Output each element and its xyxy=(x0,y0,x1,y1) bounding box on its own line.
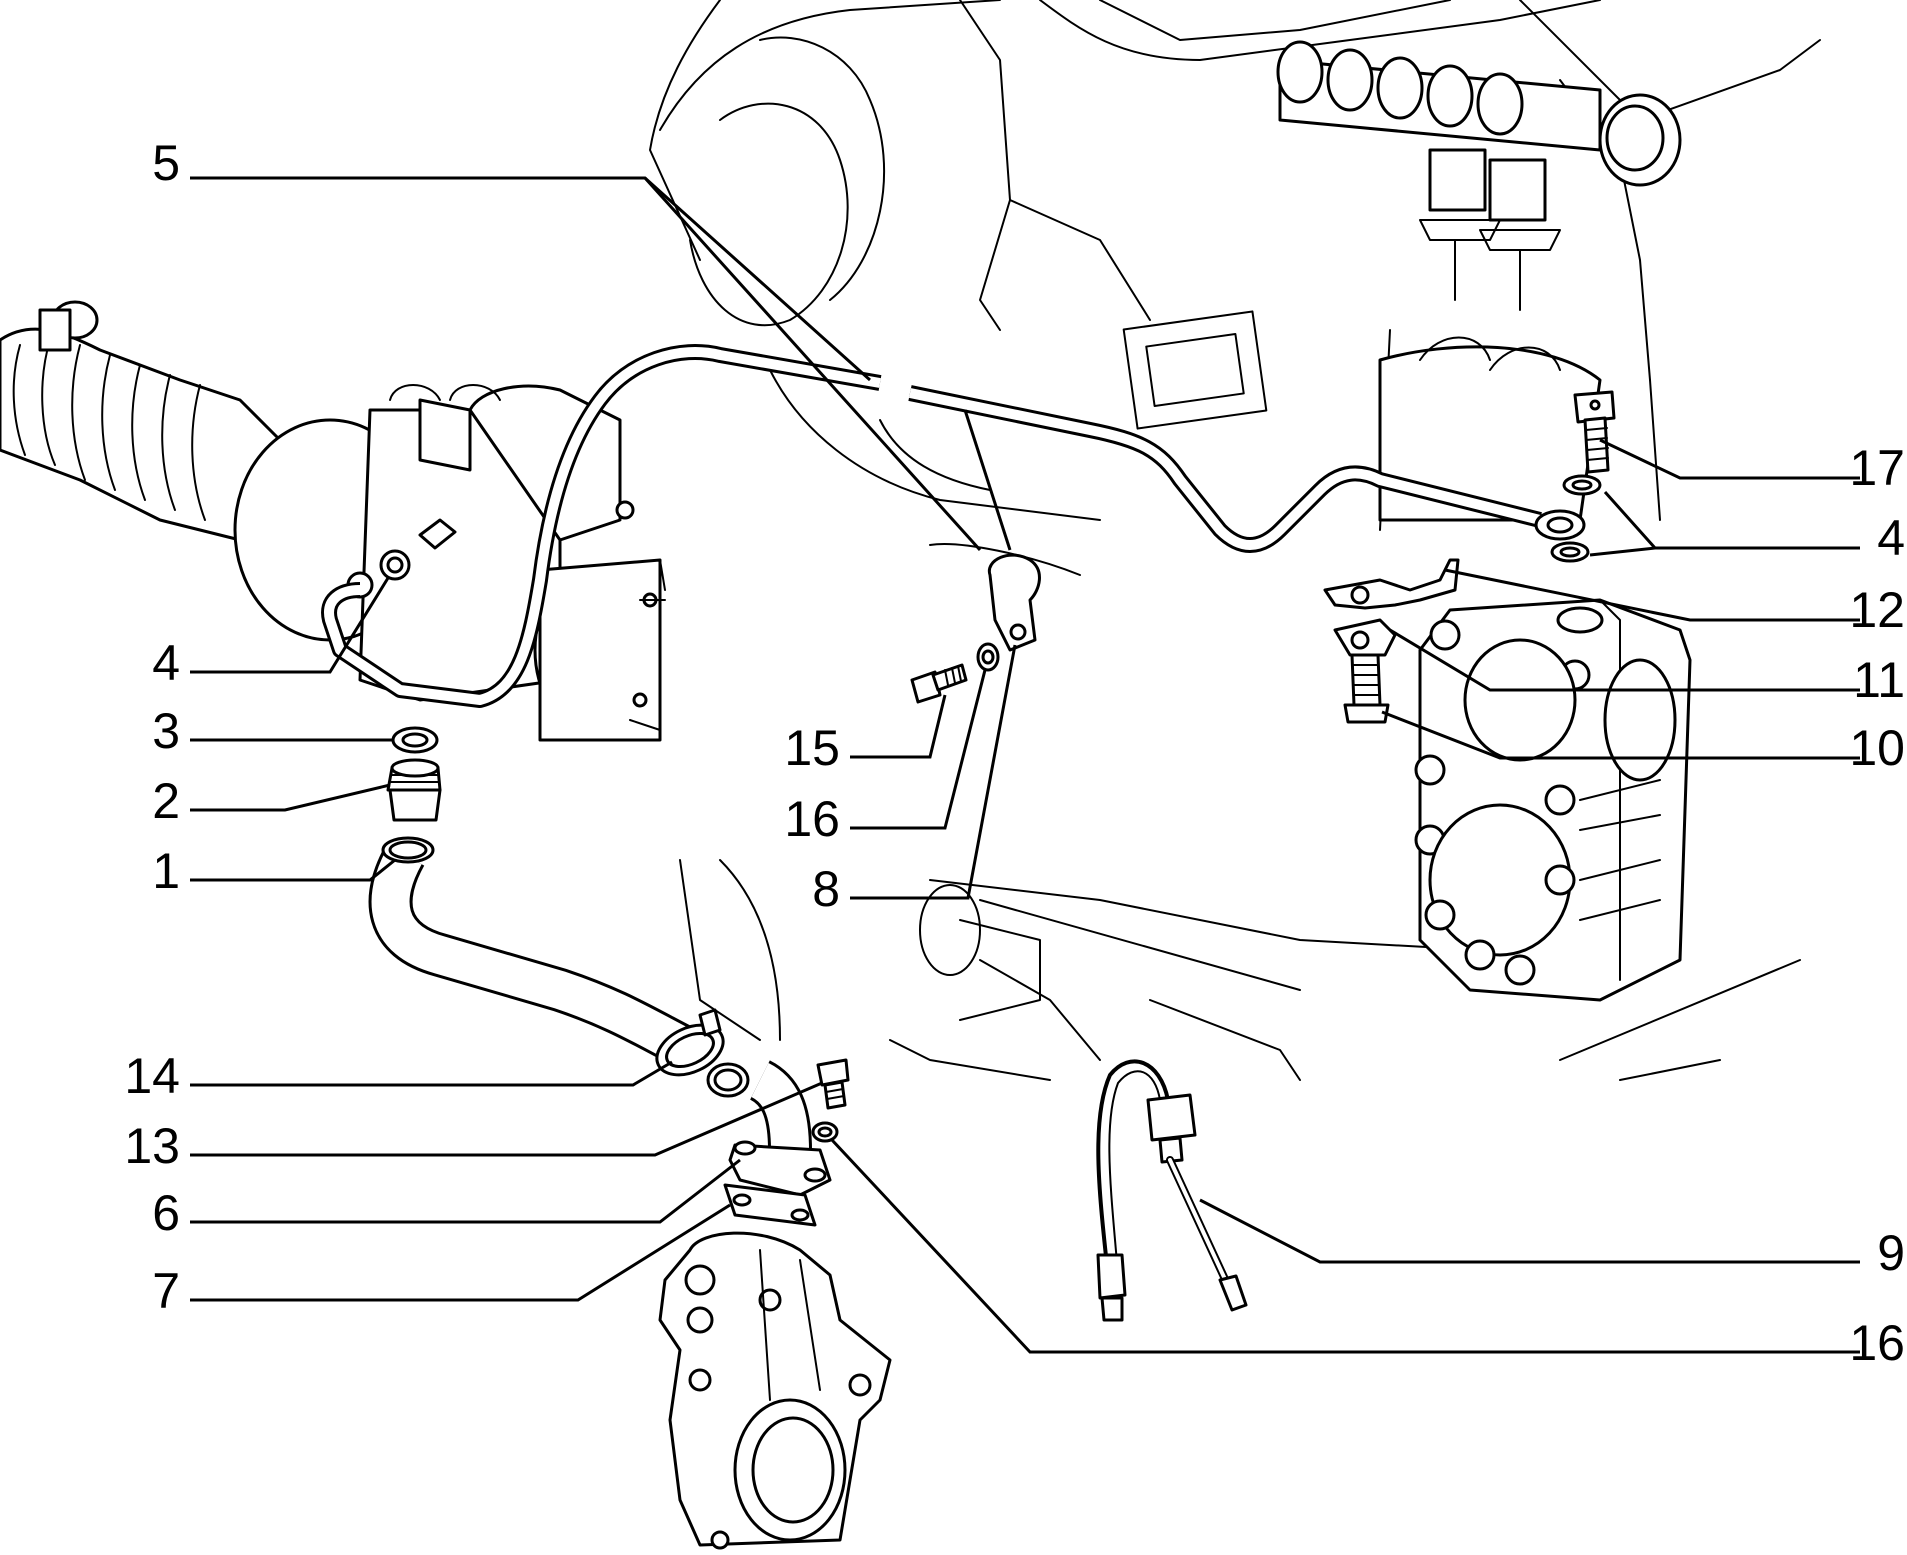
camshaft-assembly xyxy=(1276,40,1682,522)
bolt-13 xyxy=(816,1058,850,1110)
callout-15: 15 xyxy=(784,720,840,776)
bracket-12 xyxy=(1323,558,1460,610)
callout-8: 8 xyxy=(812,861,840,917)
callout-3: 3 xyxy=(152,703,180,759)
callout-16-middle: 16 xyxy=(784,791,840,847)
callout-12: 12 xyxy=(1849,582,1905,638)
banjo-bolt-17 xyxy=(1573,390,1616,474)
gasket-11 xyxy=(1333,618,1397,657)
sump-casting xyxy=(658,1231,892,1550)
washer-16-lower xyxy=(811,1121,839,1143)
gasket-7 xyxy=(723,1183,817,1227)
callout-14: 14 xyxy=(124,1048,180,1104)
cylinder-head-section xyxy=(1414,598,1692,1002)
callout-4-right: 4 xyxy=(1877,510,1905,566)
callout-7: 7 xyxy=(152,1263,180,1319)
washer-3 xyxy=(391,726,439,754)
callout-6: 6 xyxy=(152,1185,180,1241)
oil-return-hose-1 xyxy=(368,836,700,1070)
adapter-2 xyxy=(386,758,442,822)
hose-clip-14 xyxy=(655,1008,725,1077)
callout-11: 11 xyxy=(1853,652,1905,708)
temperature-sender-9 xyxy=(1096,1059,1248,1322)
callout-5: 5 xyxy=(152,135,180,191)
callout-labels: 5 17 4 12 11 10 4 3 2 1 15 16 8 14 13 6 … xyxy=(124,135,1905,1371)
union-fitting-10 xyxy=(1343,653,1390,724)
callout-13: 13 xyxy=(124,1118,180,1174)
callout-17: 17 xyxy=(1849,440,1905,496)
callout-16-right: 16 xyxy=(1849,1315,1905,1371)
pipe-clamp-8 xyxy=(929,543,1081,652)
sealing-washers-4-right xyxy=(1550,474,1602,563)
callout-1: 1 xyxy=(152,843,180,899)
callout-10: 10 xyxy=(1849,720,1905,776)
return-pipe-6 xyxy=(706,1060,832,1197)
bolt-15 xyxy=(910,663,968,704)
callout-4-left: 4 xyxy=(152,635,180,691)
oil-feed-pipe xyxy=(321,344,1586,708)
callout-9: 9 xyxy=(1877,1225,1905,1281)
callout-2: 2 xyxy=(152,773,180,829)
turbocharger-assembly xyxy=(0,300,666,742)
leader-lines xyxy=(190,176,1860,1354)
washer-16-middle xyxy=(976,642,1000,672)
